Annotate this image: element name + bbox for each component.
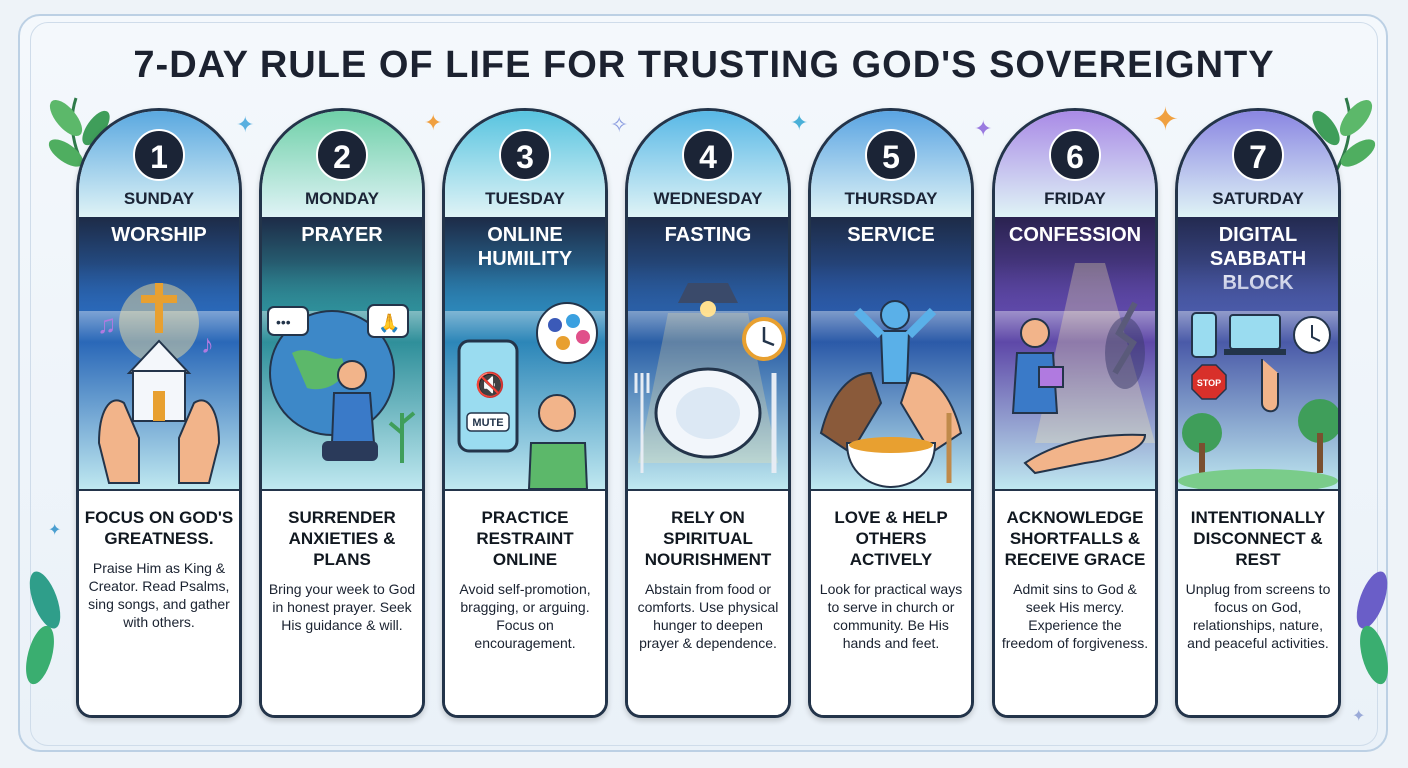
card-text: LOVE & HELP OTHERS ACTIVELY Look for pra…: [811, 489, 971, 715]
day-number: 5: [865, 129, 917, 181]
inner-frame: [30, 22, 1378, 746]
leaf-decoration-icon: [26, 571, 61, 685]
day-name: TUESDAY: [485, 189, 565, 208]
day-name: SUNDAY: [123, 189, 195, 208]
theme-title: SERVICE: [847, 224, 935, 246]
day-name: FRIDAY: [1044, 189, 1106, 208]
day-number: 2: [316, 129, 368, 181]
card-text: SURRENDER ANXIETIES & PLANS Bring your w…: [262, 489, 422, 715]
day-card-thursday: 5 THURSDAY SERVICE LOVE & HELP OTHERS AC…: [808, 108, 974, 718]
day-name: THURSDAY: [844, 189, 938, 208]
church-cross-hands-icon: ♫♪: [79, 263, 239, 489]
svg-text:♪: ♪: [201, 329, 214, 359]
muted-phone-icon: 🔇 MUTE: [445, 263, 605, 490]
day-number: 4: [682, 129, 734, 181]
broken-chain-hand-icon: [995, 263, 1155, 489]
theme-title: FASTING: [664, 224, 752, 246]
card-heading: PRACTICE RESTRAINT ONLINE: [476, 508, 574, 569]
mute-label: MUTE: [472, 417, 503, 429]
svg-text:🙏: 🙏: [378, 313, 400, 333]
helping-hands-soup-icon: [811, 263, 971, 489]
sparkle-icon: ✦: [236, 112, 255, 137]
sparkle-icon: ✦: [1352, 708, 1366, 725]
leaf-decoration-icon: [1356, 571, 1388, 685]
page-title: 7-DAY RULE OF LIFE FOR TRUSTING GOD'S SO…: [133, 44, 1275, 86]
day-card-friday: 6 FRIDAY CONFESSION ACKNOWLEDGE SHORTFAL…: [992, 108, 1158, 718]
card-text: ACKNOWLEDGE SHORTFALLS & RECEIVE GRACE A…: [995, 489, 1155, 715]
day-card-wednesday: 4 WEDNESDAY FASTING RELY ON SPIRITUAL NO…: [625, 108, 791, 718]
card-text: FOCUS ON GOD'S GREATNESS. Praise Him as …: [79, 489, 239, 715]
sparkle-icon: ✦: [974, 116, 993, 141]
stop-label: STOP: [1197, 378, 1221, 388]
devices-stop-nature-icon: STOP: [1178, 263, 1338, 493]
day-card-monday: 2 MONDAY PRAYER ••• 🙏 SURRENDER ANXIETIE…: [259, 108, 425, 718]
sparkle-icon: ✦: [790, 110, 809, 135]
card-heading: LOVE & HELP OTHERS ACTIVELY: [834, 508, 948, 569]
day-number: 1: [133, 129, 185, 181]
day-name: SATURDAY: [1212, 189, 1304, 208]
card-description: Praise Him as King & Creator. Read Psalm…: [88, 560, 230, 630]
card-heading: ACKNOWLEDGE SHORTFALLS & RECEIVE GRACE: [1004, 508, 1146, 569]
empty-plate-clock-icon: [628, 263, 788, 489]
card-heading: SURRENDER ANXIETIES & PLANS: [288, 508, 396, 569]
day-name: MONDAY: [305, 189, 379, 208]
praying-person-globe-icon: ••• 🙏: [262, 263, 422, 489]
day-number: 6: [1049, 129, 1101, 181]
card-description: Unplug from screens to focus on God, rel…: [1185, 581, 1331, 651]
card-text: PRACTICE RESTRAINT ONLINE Avoid self-pro…: [445, 489, 605, 715]
card-description: Abstain from food or comforts. Use physi…: [637, 581, 779, 651]
sparkle-icon: ✦: [1152, 101, 1179, 137]
card-text: RELY ON SPIRITUAL NOURISHMENT Abstain fr…: [628, 489, 788, 715]
card-description: Admit sins to God & seek His mercy. Expe…: [1001, 581, 1149, 651]
card-description: Bring your week to God in honest prayer.…: [268, 581, 416, 633]
theme-title: PRAYER: [301, 224, 383, 246]
day-number: 7: [1232, 129, 1284, 181]
sparkle-icon: ✦: [424, 110, 443, 135]
theme-title: CONFESSION: [1008, 224, 1142, 246]
card-heading: RELY ON SPIRITUAL NOURISHMENT: [644, 508, 772, 569]
card-heading: FOCUS ON GOD'S GREATNESS.: [84, 508, 234, 548]
svg-text:•••: •••: [276, 314, 291, 330]
theme-title: WORSHIP: [111, 224, 207, 246]
day-card-saturday: 7 SATURDAY DIGITAL SABBATH BLOCK STOP IN…: [1175, 108, 1341, 718]
card-text: INTENTIONALLY DISCONNECT & REST Unplug f…: [1178, 489, 1338, 715]
card-description: Look for practical ways to serve in chur…: [819, 581, 963, 651]
day-card-tuesday: 3 TUESDAY ONLINE HUMILITY 🔇 MUTE PRACTIC…: [442, 108, 608, 718]
sparkle-icon: ✦: [48, 522, 62, 539]
sparkle-icon: ✧: [610, 112, 629, 137]
card-description: Avoid self-promotion, bragging, or argui…: [459, 581, 591, 651]
day-card-sunday: 1 SUNDAY WORSHIP ♫♪ FOCUS ON GOD'S GREAT…: [76, 108, 242, 718]
day-number: 3: [499, 129, 551, 181]
svg-text:🔇: 🔇: [475, 371, 505, 399]
card-heading: INTENTIONALLY DISCONNECT & REST: [1190, 508, 1326, 569]
svg-text:♫: ♫: [97, 309, 117, 339]
day-name: WEDNESDAY: [653, 189, 763, 208]
